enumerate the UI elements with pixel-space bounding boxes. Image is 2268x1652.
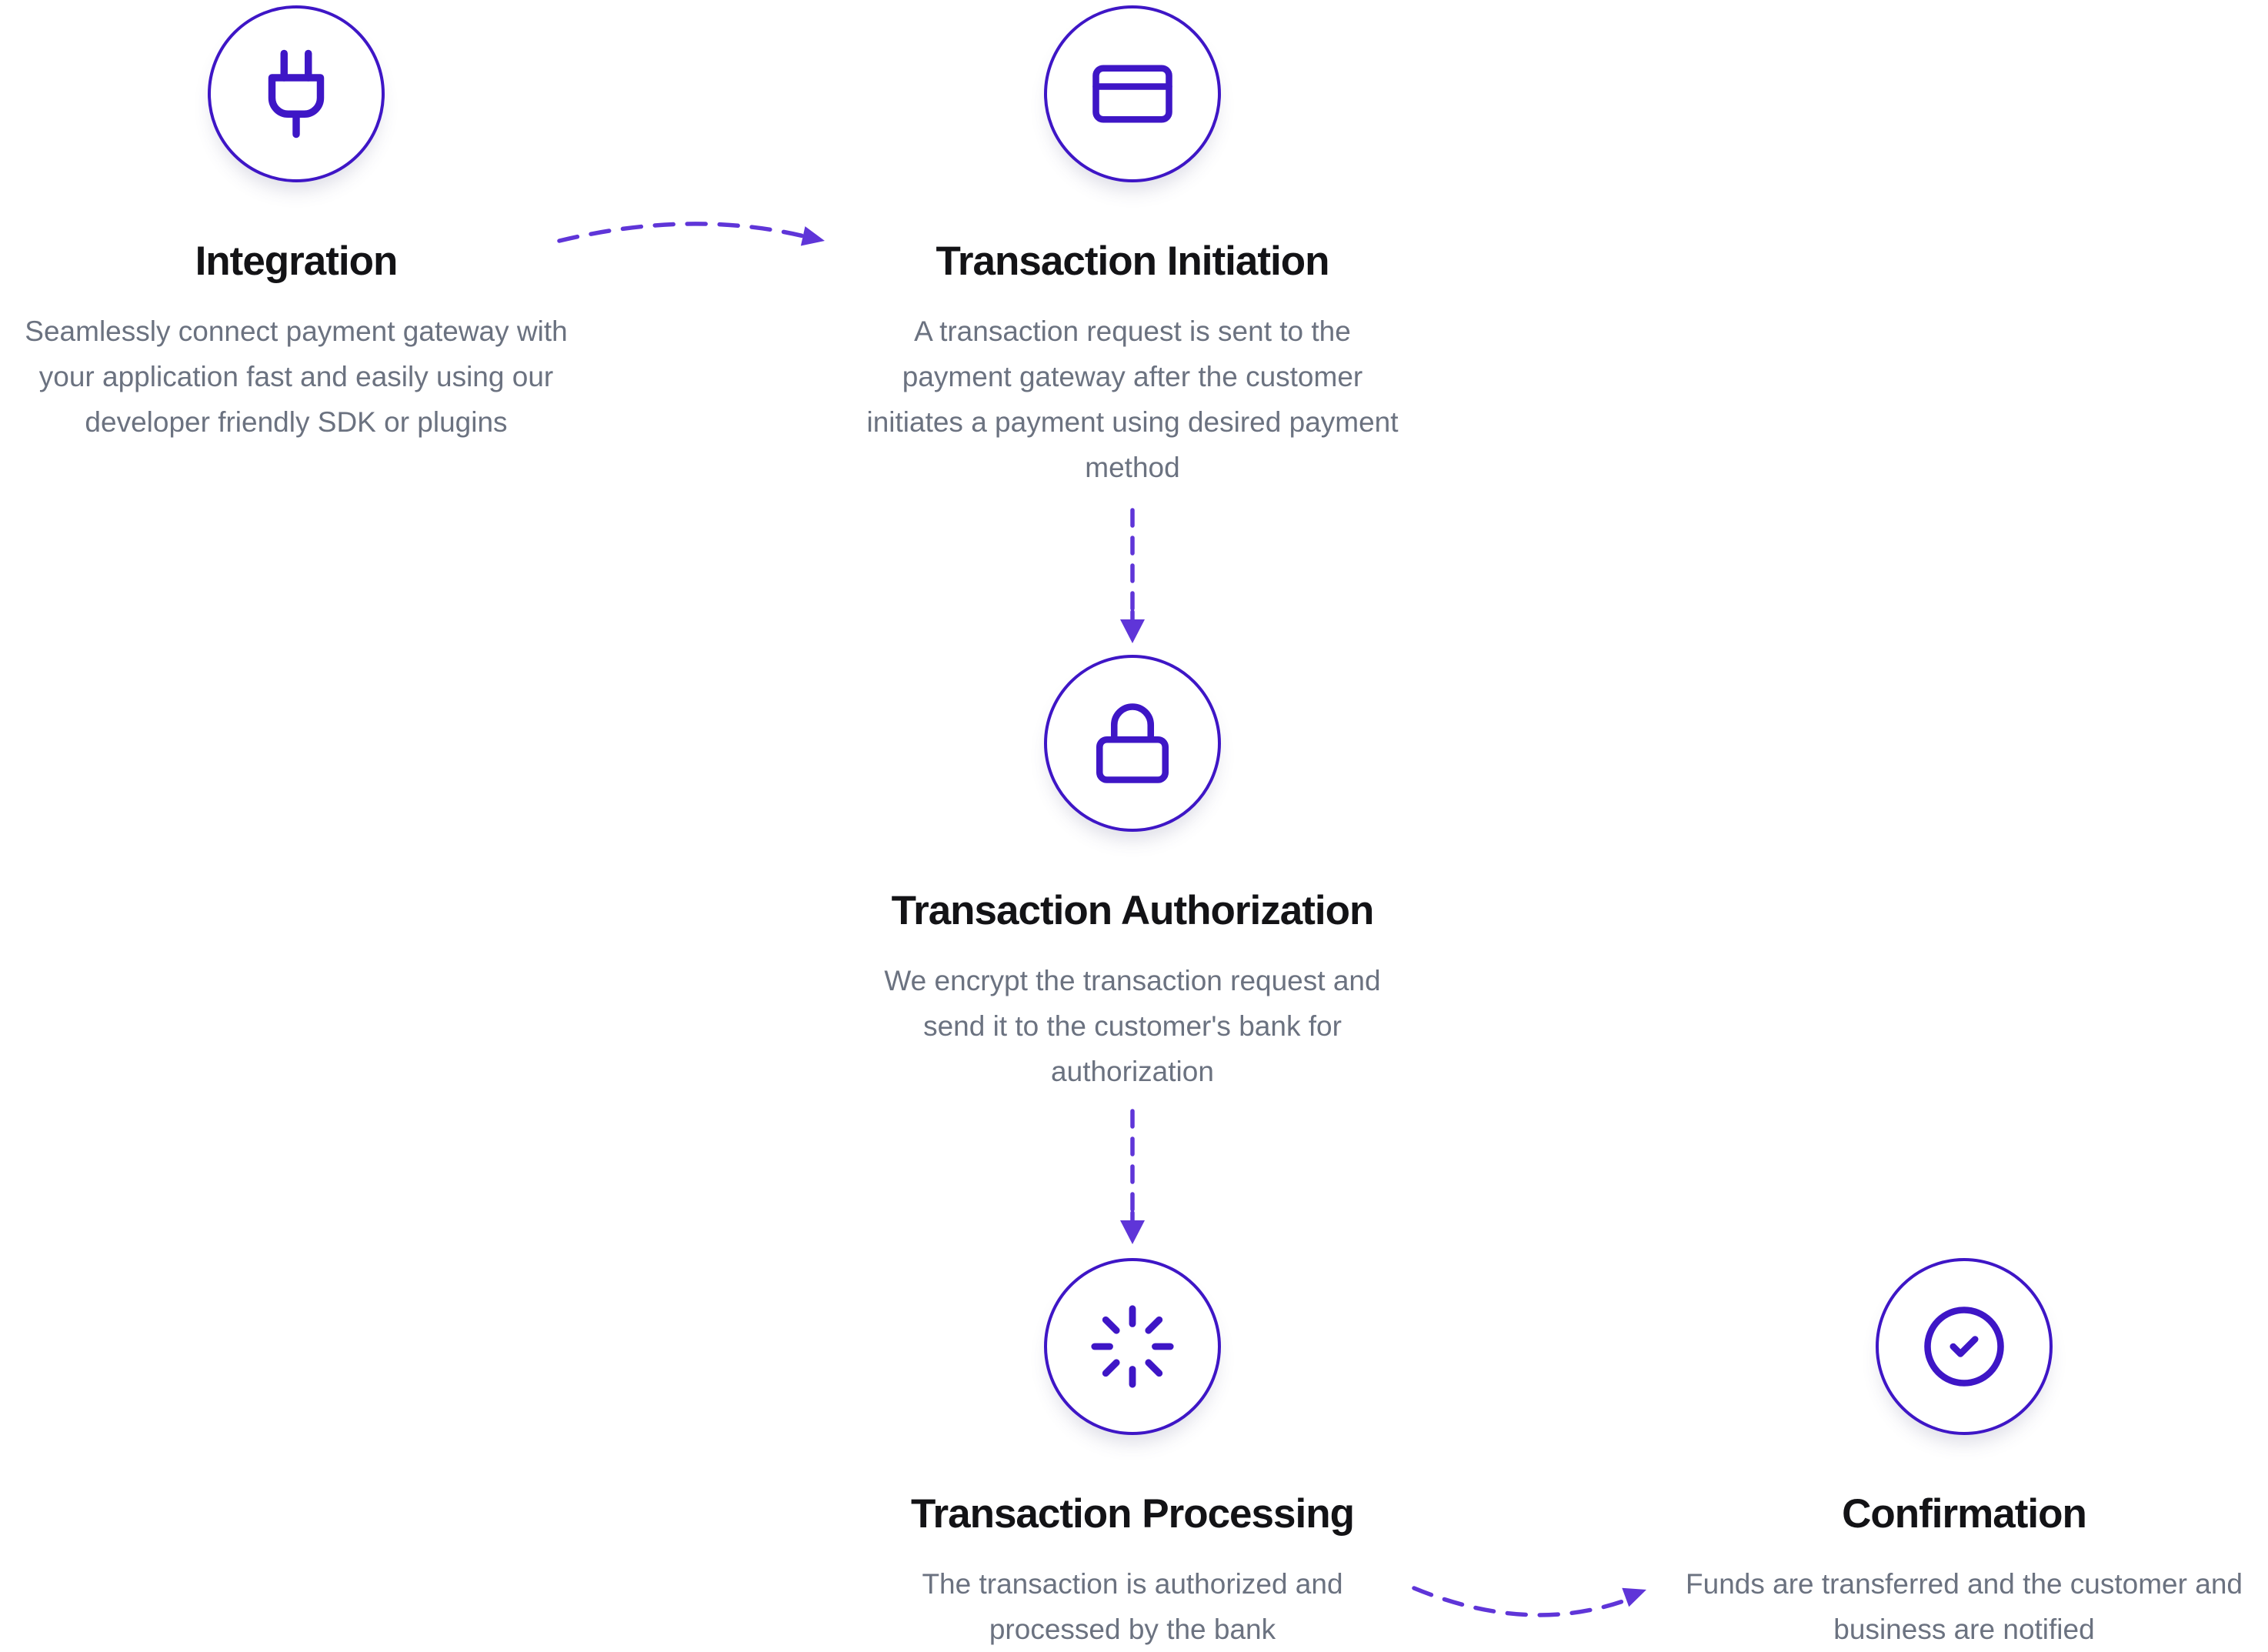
description-line: method	[1085, 452, 1180, 483]
step-title: Transaction Authorization	[891, 888, 1375, 933]
arrow-integration-to-initiation	[557, 222, 825, 246]
description-line: Funds are transferred and the customer a…	[1686, 1568, 2243, 1600]
step-description: Funds are transferred and the customer a…	[1686, 1561, 2243, 1652]
arrowhead-icon	[800, 226, 825, 246]
arrowhead-icon	[1120, 1220, 1145, 1244]
description-line: your application fast and easily using o…	[38, 361, 554, 392]
transaction-initiation-circle	[1044, 5, 1221, 182]
arrow-processing-to-confirmation	[1412, 1586, 1646, 1617]
step-description: Seamlessly connect payment gateway with …	[25, 309, 567, 445]
step-transaction-authorization: Transaction Authorization We encrypt the…	[832, 655, 1433, 1094]
step-description: The transaction is authorized and proces…	[922, 1561, 1342, 1652]
credit-card-icon	[1092, 65, 1172, 123]
description-line: A transaction request is sent to the	[914, 315, 1351, 347]
step-title: Transaction Initiation	[936, 239, 1329, 284]
arrow-initiation-to-authorization	[1120, 508, 1145, 643]
transaction-authorization-circle	[1044, 655, 1221, 832]
description-line: authorization	[1051, 1056, 1214, 1087]
step-title: Confirmation	[1842, 1491, 2087, 1537]
arrowhead-icon	[1120, 619, 1145, 643]
integration-circle	[208, 5, 385, 182]
description-line: The transaction is authorized and	[922, 1568, 1343, 1600]
description-line: initiates a payment using desired paymen…	[866, 406, 1399, 438]
step-confirmation: Confirmation Funds are transferred and t…	[1641, 1258, 2268, 1652]
step-description: We encrypt the transaction request and s…	[884, 958, 1380, 1094]
description-line: We encrypt the transaction request and	[884, 965, 1381, 996]
description-line: business are notified	[1833, 1614, 2095, 1645]
step-title: Integration	[195, 239, 399, 284]
plug-icon	[268, 49, 325, 139]
confirmation-circle	[1876, 1258, 2053, 1435]
description-line: processed by the bank	[989, 1614, 1276, 1645]
arrow-authorization-to-processing	[1120, 1109, 1145, 1244]
lock-icon	[1096, 703, 1169, 783]
description-line: send it to the customer's bank for	[923, 1010, 1342, 1042]
description-line: Seamlessly connect payment gateway with	[25, 315, 568, 347]
loader-icon	[1091, 1305, 1174, 1388]
description-line: developer friendly SDK or plugins	[85, 406, 508, 438]
arrowhead-icon	[1622, 1587, 1646, 1607]
description-line: payment gateway after the customer	[902, 361, 1363, 392]
transaction-processing-circle	[1044, 1258, 1221, 1435]
check-circle-icon	[1924, 1307, 2004, 1387]
step-transaction-processing: Transaction Processing The transaction i…	[832, 1258, 1433, 1652]
step-transaction-initiation: Transaction Initiation A transaction req…	[832, 5, 1433, 490]
step-title: Transaction Processing	[911, 1491, 1355, 1537]
step-description: A transaction request is sent to the pay…	[866, 309, 1398, 490]
step-integration: Integration Seamlessly connect payment g…	[0, 5, 596, 445]
